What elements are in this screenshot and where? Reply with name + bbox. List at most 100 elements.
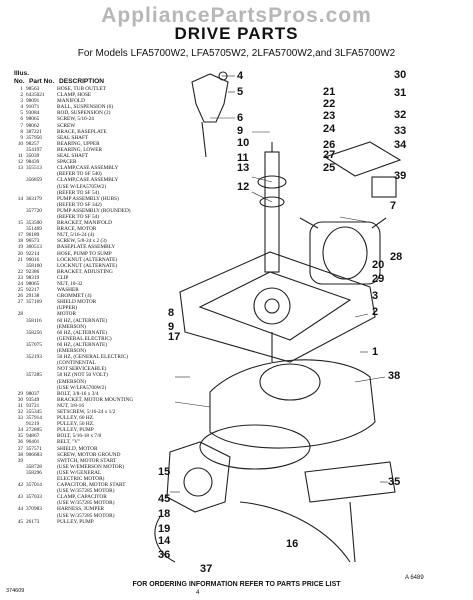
exploded-parts-diagram: 4 5 6 9 10 11 12 13 21 22 23 24 30 31 32…: [154, 69, 407, 575]
callout-23: 23: [323, 110, 335, 122]
illus-number: 13: [17, 165, 23, 172]
illus-number: 24: [17, 281, 23, 287]
part-description: (USE W/GENERAL: [57, 469, 102, 476]
part-number: 358116: [26, 317, 42, 324]
part-description: 60 HZ, (ALTERNATE): [57, 329, 107, 336]
part-number: 360513: [26, 244, 42, 251]
part-description: PULLEY, PUMP: [57, 427, 94, 434]
part-number: 358296: [26, 469, 42, 476]
part-description: SCREW, 5/8-24 x 2 (3): [57, 238, 107, 245]
part-number: 357720: [26, 207, 42, 214]
part-description: CLAMP,CASE ASSEMBLY: [57, 177, 119, 184]
part-description: (EMERSON): [57, 323, 86, 330]
pump-drawing: [166, 441, 231, 513]
parts-row: 358728 (USE W/EMERSON MOTOR): [12, 464, 148, 470]
part-description: 50 HZ (NOT 50 VOLT): [57, 372, 108, 379]
callout-20: 20: [372, 259, 384, 271]
part-number: 358160: [26, 262, 42, 269]
column-headers: Illus. No.Part No.DESCRIPTION: [14, 70, 144, 86]
part-number: 98439: [26, 159, 40, 166]
illus-number: 15: [17, 220, 23, 227]
part-number: 363179: [26, 195, 42, 202]
parts-row: (UPPER): [12, 305, 148, 311]
drawing-number: A 6489: [405, 575, 424, 581]
part-number: 26173: [26, 518, 40, 525]
part-number: 358728: [26, 463, 42, 470]
part-number: 906683: [26, 451, 42, 458]
part-description: (REFER TO SF 540): [57, 171, 102, 178]
illus-number: 12: [17, 159, 23, 166]
illus-number: 29: [17, 390, 23, 397]
part-number: 98065: [26, 281, 40, 287]
part-description: BEARING, LOWER: [57, 146, 103, 153]
motor-bracket: [323, 141, 402, 177]
callout-25: 25: [323, 162, 335, 174]
part-description: SEAL SHAFT: [57, 153, 89, 160]
part-number: 357014: [26, 482, 42, 489]
illus-number: 2: [20, 92, 23, 99]
callout-9: 9: [237, 125, 243, 137]
parts-row: (USE W/LFA5700W2): [12, 385, 148, 391]
callout-6: 6: [237, 112, 243, 124]
part-column-header: Part No.: [29, 78, 55, 85]
part-description: LOCKNUT (ALTERNATE): [57, 262, 118, 269]
part-number: 92386: [26, 268, 40, 275]
part-description: BRACKET, MOTOR MOUNTING: [57, 396, 134, 403]
callout-18: 18: [158, 508, 170, 520]
illus-number: 27: [17, 299, 23, 306]
parts-row: (USE W/LFA5705W2): [12, 184, 148, 190]
part-number: 96189: [26, 232, 40, 239]
part-description: BEARING, UPPER: [57, 140, 100, 147]
illus-number: 19: [17, 244, 23, 251]
part-description: (CONTINENTAL: [57, 360, 96, 367]
part-description: (USE W/EMERSON MOTOR): [57, 463, 124, 470]
part-number: 35039: [26, 153, 40, 160]
part-description: (USE W/LFA5700W2): [57, 384, 107, 391]
part-description: SPACER: [57, 159, 77, 166]
part-description: BOLT, 5/16-18 x 7/8: [57, 433, 102, 440]
part-description: GROMMET (4): [57, 293, 92, 300]
callout-1: 1: [372, 346, 378, 358]
callout-8: 8: [168, 307, 174, 319]
part-description: SCREW: [57, 122, 76, 129]
part-description: BRACE, BASEPLATE: [57, 128, 107, 135]
callout-38: 38: [388, 370, 400, 382]
part-number: 272805: [26, 427, 42, 434]
part-description: 50 HZ, (GENERAL ELECTRIC): [57, 354, 129, 361]
part-number: 352193: [26, 354, 42, 361]
manifold-line: [201, 121, 207, 158]
illus-number: 37: [17, 445, 23, 452]
part-number: 91071: [26, 104, 40, 111]
callout-17: 17: [168, 331, 180, 343]
baseplate-drawing: [179, 251, 376, 363]
part-description: NUT, 5/16-24 (4): [57, 232, 95, 239]
illus-number: 32: [17, 408, 23, 415]
callout-15: 15: [158, 466, 170, 478]
part-number: 93084: [26, 110, 40, 117]
part-description: SETSCREW, 5/16-24 x 1/2: [57, 408, 116, 415]
callout-33: 33: [394, 125, 406, 137]
part-description: CLAMP, HOSE: [57, 92, 92, 99]
illus-number: 26: [17, 293, 23, 300]
part-number: 355513: [26, 165, 42, 172]
callout-24: 24: [323, 123, 336, 135]
callout-3: 3: [372, 290, 378, 302]
illus-number: 8: [20, 128, 23, 135]
part-description: NOT SERVICEABLE): [57, 366, 107, 373]
